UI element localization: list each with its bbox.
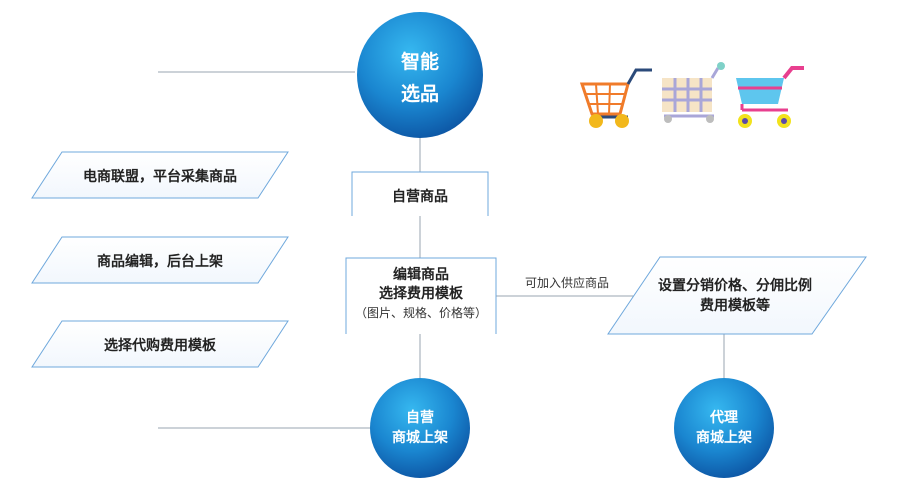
left-box-3-label: 选择代购费用模板 <box>104 338 216 354</box>
top-circle-label: 智能 选品 <box>370 46 470 110</box>
top-circle <box>357 12 483 138</box>
bottom-left-circle-line1: 自营 <box>406 410 434 426</box>
center-boxes <box>345 171 497 334</box>
right-box-line2: 费用模板等 <box>700 298 770 314</box>
left-box-1-label: 电商联盟，平台采集商品 <box>83 169 237 185</box>
colorful-cart-icon <box>736 66 804 128</box>
right-box-line1: 设置分销价格、分佣比例 <box>658 278 812 294</box>
self-goods-label: 自营商品 <box>392 189 448 205</box>
bottom-right-circle-line2: 商城上架 <box>696 430 752 446</box>
left-box-3 <box>31 320 289 368</box>
right-box <box>607 256 867 335</box>
left-boxes <box>31 151 289 368</box>
top-circle-line1: 智能 <box>400 51 439 73</box>
bottom-left-circle-line2: 商城上架 <box>392 430 448 446</box>
left-box-2-label: 商品编辑，后台上架 <box>97 254 223 270</box>
left-box-2 <box>31 236 289 284</box>
right-box-label: 设置分销价格、分佣比例 费用模板等 <box>630 276 840 316</box>
self-goods-box <box>351 171 489 216</box>
edit-goods-label: 编辑商品 选择费用模板 （图片、规格、价格等） <box>346 266 496 322</box>
bottom-left-circle-label: 自营 商城上架 <box>370 408 470 448</box>
connector-label: 可加入供应商品 <box>524 276 609 290</box>
left-box-1 <box>31 151 289 199</box>
edit-goods-line2: 选择费用模板 <box>379 286 463 302</box>
bottom-right-circle <box>674 378 774 478</box>
top-circle-line2: 选品 <box>400 83 439 105</box>
orange-cart-icon <box>579 68 652 128</box>
edit-goods-box <box>345 257 497 334</box>
bottom-right-circle-line1: 代理 <box>710 410 738 426</box>
edit-goods-line1: 编辑商品 <box>393 267 449 283</box>
edit-goods-line3: （图片、规格、价格等） <box>354 306 487 320</box>
pastel-cart-icon <box>662 62 725 123</box>
bottom-left-circle <box>370 378 470 478</box>
bottom-right-circle-label: 代理 商城上架 <box>674 408 774 448</box>
